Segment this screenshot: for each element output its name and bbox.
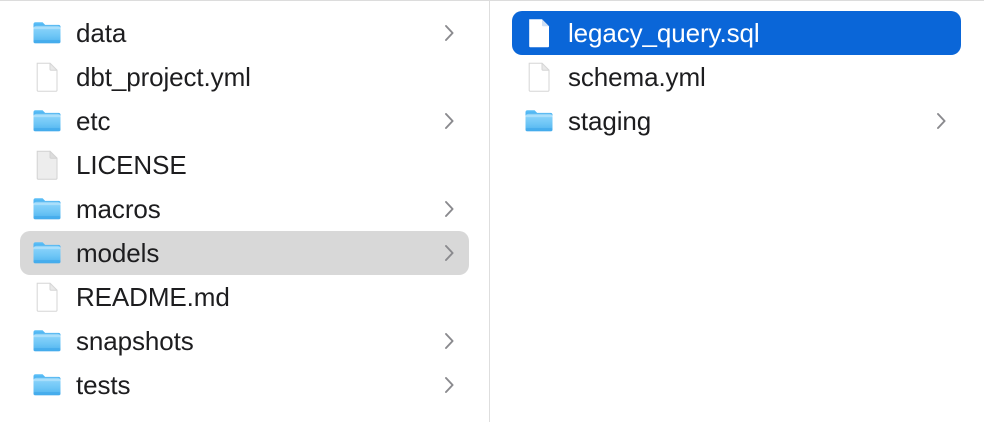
folder-row[interactable]: tests (20, 363, 469, 407)
file-row[interactable]: dbt_project.yml (20, 55, 469, 99)
child-column[interactable]: legacy_query.sql schema.yml staging (490, 1, 983, 422)
folder-icon (32, 18, 62, 48)
chevron-right-icon-glyph (444, 113, 454, 129)
folder-icon (32, 106, 62, 136)
document-icon-glyph (36, 282, 58, 312)
chevron-right-icon[interactable] (933, 110, 949, 132)
item-label: README.md (76, 282, 230, 312)
folder-icon-glyph (33, 198, 61, 220)
item-label: staging (568, 106, 652, 136)
folder-icon (32, 326, 62, 356)
file-row[interactable]: schema.yml (512, 55, 961, 99)
chevron-right-icon[interactable] (441, 374, 457, 396)
chevron-right-icon[interactable] (441, 330, 457, 352)
chevron-right-icon-glyph (444, 25, 454, 41)
folder-icon-glyph (33, 110, 61, 132)
folder-icon (32, 370, 62, 400)
item-label: models (76, 238, 160, 268)
folder-row[interactable]: models (20, 231, 469, 275)
document-icon (524, 62, 554, 92)
plain-document-icon (32, 150, 62, 180)
folder-row[interactable]: etc (20, 99, 469, 143)
item-label: macros (76, 194, 161, 224)
document-icon-glyph (36, 150, 58, 180)
chevron-right-icon-glyph (444, 377, 454, 393)
chevron-right-icon[interactable] (441, 242, 457, 264)
document-icon-glyph (528, 62, 550, 92)
item-label: tests (76, 370, 131, 400)
folder-row[interactable]: snapshots (20, 319, 469, 363)
item-label: etc (76, 106, 111, 136)
item-label: legacy_query.sql (568, 18, 760, 48)
chevron-right-icon-glyph (444, 201, 454, 217)
folder-row[interactable]: data (20, 11, 469, 55)
folder-icon (32, 194, 62, 224)
item-label: LICENSE (76, 150, 187, 180)
chevron-right-icon-glyph (444, 245, 454, 261)
chevron-right-icon[interactable] (441, 198, 457, 220)
item-label: dbt_project.yml (76, 62, 251, 92)
folder-icon-glyph (33, 242, 61, 264)
folder-icon-glyph (33, 22, 61, 44)
document-icon (524, 18, 554, 48)
file-row[interactable]: LICENSE (20, 143, 469, 187)
folder-icon-glyph (33, 374, 61, 396)
item-label: snapshots (76, 326, 194, 356)
item-label: schema.yml (568, 62, 706, 92)
folder-icon (524, 106, 554, 136)
folder-icon-glyph (33, 330, 61, 352)
document-icon (32, 62, 62, 92)
folder-icon-glyph (525, 110, 553, 132)
chevron-right-icon[interactable] (441, 22, 457, 44)
item-label: data (76, 18, 127, 48)
folder-row[interactable]: staging (512, 99, 961, 143)
chevron-right-icon[interactable] (441, 110, 457, 132)
chevron-right-icon-glyph (444, 333, 454, 349)
chevron-right-icon-glyph (936, 113, 946, 129)
folder-icon (32, 238, 62, 268)
document-icon-glyph (36, 62, 58, 92)
document-icon (32, 282, 62, 312)
file-row[interactable]: legacy_query.sql (512, 11, 961, 55)
folder-row[interactable]: macros (20, 187, 469, 231)
document-icon-glyph (529, 19, 549, 48)
file-row[interactable]: README.md (20, 275, 469, 319)
